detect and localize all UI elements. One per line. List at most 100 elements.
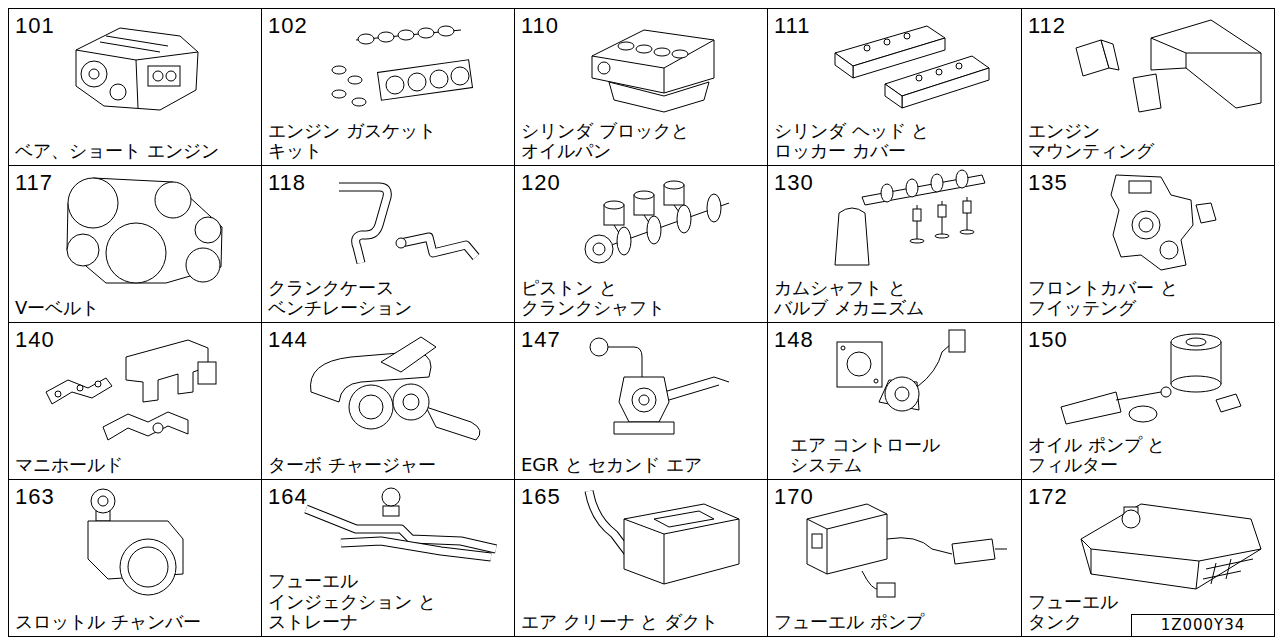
turbocharger-illustration-stroke bbox=[359, 395, 383, 419]
manifold-illustration-stroke bbox=[77, 385, 83, 391]
piston-crankshaft-illustration-stroke bbox=[677, 205, 691, 233]
callout-number: 148 bbox=[774, 329, 814, 351]
callout-number: 144 bbox=[268, 329, 308, 351]
front-cover-illustration-stroke bbox=[1132, 211, 1160, 239]
manifold-illustration bbox=[46, 340, 216, 440]
turbocharger-illustration-stroke bbox=[393, 384, 429, 420]
mounting-illustration-stroke bbox=[1151, 38, 1261, 68]
manifold-illustration-stroke bbox=[198, 362, 216, 384]
air-control-illustration-stroke bbox=[885, 377, 919, 411]
catalog-cell: 117Vーベルト bbox=[8, 165, 262, 323]
part-group-name: クランクケース ベンチレーション bbox=[268, 278, 468, 319]
fuel-pump-illustration-stroke bbox=[812, 534, 822, 548]
catalog-cell: 111 シリンダ ヘッド と ロッカー カバー bbox=[767, 8, 1022, 166]
fuel-tank-illustration-stroke bbox=[1203, 559, 1253, 584]
front-cover-illustration-stroke bbox=[1139, 218, 1153, 232]
piston-crankshaft-illustration-stroke bbox=[664, 181, 684, 189]
callout-number: 101 bbox=[15, 15, 55, 37]
camshaft-illustration-stroke bbox=[938, 205, 946, 217]
gasket-illustration-stroke bbox=[377, 60, 472, 101]
fuel-pump-illustration-stroke bbox=[995, 549, 1007, 550]
part-group-name: フューエル タンク bbox=[1028, 592, 1128, 633]
gasket-illustration-stroke bbox=[352, 98, 366, 106]
front-cover-illustration-stroke bbox=[1129, 181, 1151, 193]
callout-number: 120 bbox=[521, 172, 561, 194]
catalog-cell: 170フューエル ポンプ bbox=[767, 479, 1022, 637]
air-cleaner-illustration-stroke bbox=[624, 504, 739, 584]
callout-number: 111 bbox=[774, 15, 810, 37]
callout-number: 147 bbox=[521, 329, 561, 351]
cylinder-head-illustration-stroke bbox=[956, 63, 962, 69]
catalog-cell: 150オイル ポンプ と フィルター bbox=[1021, 322, 1275, 480]
v-belt-illustration-stroke bbox=[67, 234, 99, 266]
throttle-chamber-illustration bbox=[88, 489, 183, 595]
egr-valve-illustration bbox=[590, 338, 729, 434]
air-control-illustration-stroke bbox=[895, 387, 909, 401]
oil-pump-filter-illustration-stroke bbox=[1129, 406, 1157, 422]
ventilation-hose-illustration-stroke bbox=[339, 187, 387, 263]
callout-number: 135 bbox=[1028, 172, 1068, 194]
ventilation-hose-illustration-stroke bbox=[401, 237, 476, 257]
engine-illustration-stroke bbox=[89, 69, 99, 79]
mounting-illustration-stroke bbox=[1151, 20, 1261, 108]
front-cover-illustration-stroke bbox=[1111, 175, 1193, 270]
camshaft-illustration-stroke bbox=[910, 239, 924, 243]
piston-crankshaft-illustration-stroke bbox=[707, 194, 721, 222]
fuel-pump-illustration-stroke bbox=[877, 583, 895, 597]
callout-number: 140 bbox=[15, 329, 55, 351]
egr-valve-illustration-stroke bbox=[639, 395, 649, 405]
turbocharger-illustration-stroke bbox=[403, 394, 419, 410]
camshaft-illustration-stroke bbox=[963, 201, 971, 213]
manifold-illustration-stroke bbox=[103, 412, 188, 440]
part-group-name: フューエル インジェクション と ストレーナ bbox=[268, 571, 448, 633]
engine-illustration-stroke bbox=[148, 66, 180, 86]
engine-illustration-stroke bbox=[76, 28, 198, 110]
cylinder-block-illustration-stroke bbox=[598, 62, 610, 74]
v-belt-illustration-stroke bbox=[67, 178, 222, 283]
engine-illustration-stroke bbox=[166, 71, 176, 81]
turbocharger-illustration bbox=[311, 337, 481, 440]
callout-number: 164 bbox=[268, 486, 308, 508]
engine-illustration-stroke bbox=[81, 61, 107, 87]
piston-crankshaft-illustration-stroke bbox=[617, 227, 631, 255]
catalog-cell: 165エア クリーナ と ダクト bbox=[514, 479, 768, 637]
ventilation-hose-illustration-stroke bbox=[401, 237, 476, 257]
front-cover-illustration-stroke bbox=[1160, 241, 1178, 259]
oil-pump-filter-illustration-stroke bbox=[1116, 392, 1161, 400]
camshaft-illustration-stroke bbox=[960, 230, 974, 234]
camshaft-illustration-stroke bbox=[956, 170, 968, 188]
oil-pump-filter-illustration bbox=[1061, 334, 1241, 424]
v-belt-illustration-stroke bbox=[195, 217, 221, 243]
part-group-name: シリンダ ブロックと オイルパン bbox=[521, 121, 721, 162]
catalog-cell: 112エンジン マウンティング bbox=[1021, 8, 1275, 166]
oil-pump-filter-illustration-stroke bbox=[1186, 338, 1206, 346]
drawing-code-box: 1Z000Y34 bbox=[1131, 614, 1275, 637]
part-group-name: フューエル ポンプ bbox=[774, 612, 924, 633]
callout-number: 163 bbox=[15, 486, 55, 508]
turbocharger-illustration-stroke bbox=[426, 407, 480, 440]
fuel-tank-illustration-stroke bbox=[1081, 539, 1261, 589]
cylinder-head-illustration bbox=[835, 26, 989, 108]
fuel-pump-illustration-stroke bbox=[807, 504, 887, 574]
egr-valve-illustration-stroke bbox=[590, 338, 608, 356]
part-group-name: スロットル チャンバー bbox=[15, 612, 201, 633]
mounting-illustration-stroke bbox=[1101, 40, 1119, 70]
piston-crankshaft-illustration-stroke bbox=[593, 243, 605, 255]
oil-pump-filter-illustration-stroke bbox=[1061, 392, 1121, 424]
camshaft-illustration-stroke bbox=[917, 197, 967, 240]
part-group-name: エンジン ガスケット キット bbox=[268, 121, 458, 162]
throttle-chamber-illustration-stroke bbox=[98, 496, 108, 506]
part-group-name: シリンダ ヘッド と ロッカー カバー bbox=[774, 121, 974, 162]
camshaft-illustration-stroke bbox=[931, 174, 943, 192]
callout-number: 112 bbox=[1028, 15, 1066, 37]
manifold-illustration-stroke bbox=[55, 391, 61, 397]
fuel-injection-illustration bbox=[306, 488, 496, 557]
egr-valve-illustration-stroke bbox=[619, 377, 669, 422]
part-group-name: エア コントロール システム bbox=[790, 435, 970, 476]
catalog-cell: 148 エア コントロール システム bbox=[767, 322, 1022, 480]
v-belt-illustration-stroke bbox=[68, 178, 118, 228]
camshaft-illustration-stroke bbox=[881, 184, 893, 202]
catalog-cell: 147EGR と セカンド エア bbox=[514, 322, 768, 480]
camshaft-illustration-stroke bbox=[906, 179, 918, 197]
